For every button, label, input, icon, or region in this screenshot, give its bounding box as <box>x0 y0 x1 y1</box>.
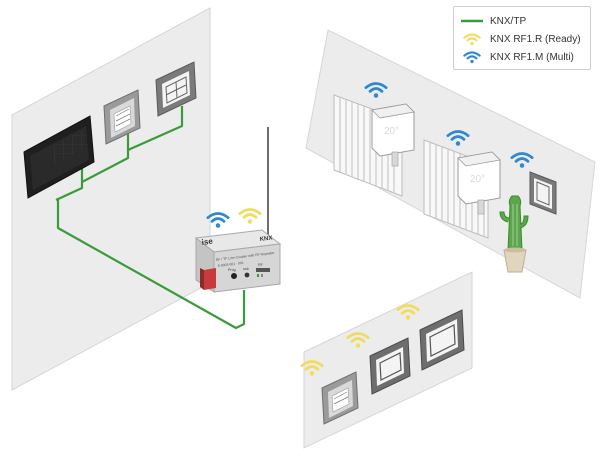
gateway-rf-label: RF <box>258 263 264 267</box>
legend-label: KNX RF1.M (Multi) <box>490 51 574 63</box>
push-button-switch-left-wall <box>155 61 197 117</box>
presence-detector-left-wall <box>103 89 141 145</box>
gateway-description: RF / TP Line Coupler with RF Repeater <box>216 251 276 262</box>
rf-line-coupler-gateway <box>194 229 282 293</box>
yellow-wifi-icon <box>460 32 484 46</box>
legend-label: KNX/TP <box>490 15 527 27</box>
gateway-usb-label: usb <box>243 267 249 271</box>
legend-label: KNX RF1.R (Ready) <box>490 33 581 45</box>
thermostat-left-display: 20° <box>384 126 399 137</box>
cactus-plant <box>499 195 529 273</box>
legend-item-rf-multi: KNX RF1.M (Multi) <box>460 48 584 66</box>
legend: KNX/TP KNX RF1.R (Ready) KNX RF1.M (Mult… <box>453 6 591 70</box>
prog-button <box>231 273 237 279</box>
push-button-switch-front-right <box>419 309 465 371</box>
gateway-brand: ise <box>201 237 214 247</box>
presence-detector-front-wall <box>321 371 359 425</box>
gateway-rf-multi-wifi-icon <box>206 212 230 229</box>
gateway-knx-logo: KNX <box>260 235 273 242</box>
usb-port <box>244 272 250 278</box>
gateway-prog-label: Prog <box>228 268 236 272</box>
legend-item-rf-ready: KNX RF1.R (Ready) <box>460 30 584 48</box>
thermostat-valve-left <box>371 103 415 167</box>
rf-led-strip <box>256 268 270 272</box>
thermostat-right-display: 20° <box>470 174 485 185</box>
gateway-rf-ready-wifi-icon <box>238 208 262 225</box>
left-wall <box>11 7 211 391</box>
blue-wifi-icon <box>460 50 484 64</box>
push-button-switch-right-wall <box>529 171 557 215</box>
touch-panel-display <box>23 115 95 199</box>
green-line-icon <box>460 14 484 28</box>
thermostat-valve-right <box>457 151 501 215</box>
legend-item-knx-tp: KNX/TP <box>460 12 584 30</box>
gateway-part-number: 5-0003-001 · 001 <box>218 261 244 268</box>
push-button-switch-front-center <box>369 337 411 395</box>
